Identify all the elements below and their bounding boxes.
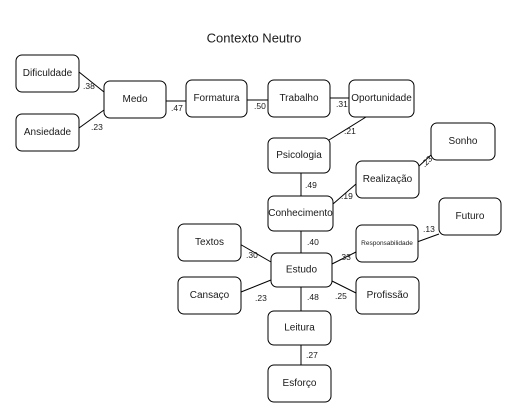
edge-sonho-realizacao [417,154,432,168]
edge-realizacao-conhecimento [332,183,357,205]
weight-trabalho-oportunidade: .31 [336,99,348,109]
node-label: Realização [363,174,413,185]
weight-formatura-trabalho: .50 [254,101,266,111]
weight-medo-formatura: .47 [171,103,183,113]
node-realizacao: Realização [355,160,420,199]
node-label: Medo [122,94,147,105]
weight-responsabilidade-estudo: .33 [339,252,351,262]
node-label: Textos [195,237,224,248]
node-profissao: Profissão [355,276,420,315]
node-responsabilidade: Responsabilidade [355,224,419,263]
node-esforco: Esforço [267,364,332,403]
node-sonho: Sonho [430,122,496,161]
node-label: Ansiedade [24,127,72,138]
node-label: Oportunidade [351,93,412,104]
node-label: Leitura [284,323,315,334]
weight-leitura-esforco: .27 [306,350,318,360]
diagram-title: Contexto Neutro [207,31,302,46]
edge-futuro-responsabilidade [416,233,440,243]
weight-oportunidade-psicologia: .21 [344,126,356,136]
edge-oportunidade-psicologia [328,116,367,141]
node-textos: Textos [177,223,242,262]
weight-textos-estudo: .30 [246,250,258,260]
node-label: Sonho [449,136,478,147]
weight-realizacao-conhecimento: .19 [341,191,353,201]
node-trabalho: Trabalho [267,79,331,118]
node-futuro: Futuro [438,197,502,236]
node-label: Profissão [367,290,409,301]
edge-textos-estudo [237,242,272,263]
node-label: Dificuldade [23,68,73,79]
node-label: Estudo [286,265,318,276]
node-dificuldade: Dificuldade [15,54,80,93]
node-label: Futuro [456,211,485,222]
node-estudo: Estudo [270,252,333,288]
node-leitura: Leitura [267,310,332,346]
edge-weights: .38 .23 .47 .50 .31 .21 .23 .19 .49 .40 … [83,81,435,360]
node-label: Formatura [193,93,240,104]
weight-profissao-estudo: .25 [335,291,347,301]
node-oportunidade: Oportunidade [348,79,415,118]
node-psicologia: Psicologia [267,137,331,174]
edge-profissao-estudo [331,280,357,294]
weight-ansiedade-medo: .23 [91,122,103,132]
node-medo: Medo [103,80,167,119]
node-ansiedade: Ansiedade [15,113,80,152]
node-label: Esforço [283,378,317,389]
node-label: Cansaço [190,290,230,301]
weight-cansaco-estudo: .23 [255,293,267,303]
node-cansaco: Cansaço [177,276,242,315]
edge-cansaco-estudo [240,279,272,293]
node-formatura: Formatura [185,79,248,118]
edge-ansiedade-medo [78,109,105,129]
node-label: Conhecimento [268,208,333,219]
node-label: Responsabilidade [361,240,413,247]
connectors [78,71,440,365]
weight-estudo-leitura: .48 [307,292,319,302]
edge-responsabilidade-estudo [331,251,357,265]
node-label: Trabalho [279,93,319,104]
edge-dificuldade-medo [78,71,105,93]
node-conhecimento: Conhecimento [267,195,334,232]
node-label: Psicologia [276,150,322,161]
weight-dificuldade-medo: .38 [83,81,95,91]
weight-futuro-responsabilidade: .13 [423,224,435,234]
weight-conhecimento-estudo: .40 [307,237,319,247]
weight-psicologia-conhecimento: .49 [305,180,317,190]
